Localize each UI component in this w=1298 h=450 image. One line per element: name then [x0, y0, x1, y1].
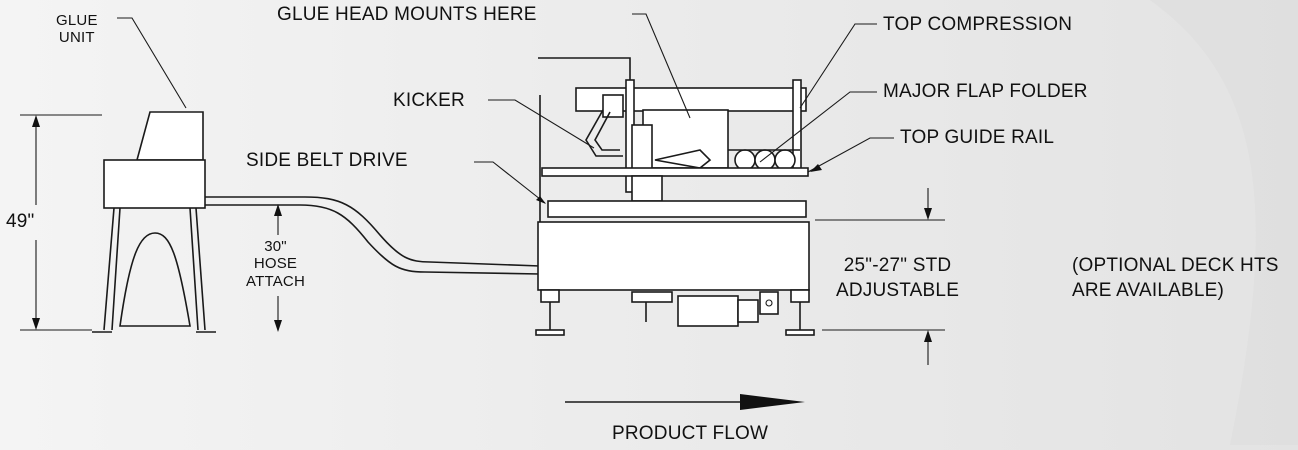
top-guide-rail-label: TOP GUIDE RAIL: [900, 127, 1055, 148]
glue-unit-drawing: [92, 111, 216, 333]
height-49-label: 49": [6, 211, 35, 232]
dimension-30-hose: [274, 204, 282, 332]
hose: [205, 196, 541, 275]
case-sealer-drawing: [535, 57, 815, 336]
side-belt-drive-label: SIDE BELT DRIVE: [246, 150, 408, 171]
major-flap-folder-label: MAJOR FLAP FOLDER: [883, 81, 1088, 102]
kicker-label: KICKER: [393, 90, 465, 111]
top-compression-label: TOP COMPRESSION: [883, 14, 1073, 35]
dimension-deck-height: [815, 188, 945, 365]
top-compression-leader: [799, 23, 877, 109]
product-flow-arrow: [565, 394, 805, 410]
flap-folder-leader: [759, 91, 877, 163]
kicker-leader: [488, 99, 595, 149]
glue-head-label: GLUE HEAD MOUNTS HERE: [277, 4, 537, 25]
product-flow-label: PRODUCT FLOW: [612, 423, 769, 444]
guide-rail-leader: [807, 137, 894, 173]
background-swoosh: [1150, 0, 1298, 445]
dimension-49: [20, 114, 102, 331]
glue-unit-leader: [117, 17, 187, 109]
glue-head-leader: [632, 13, 691, 119]
side-belt-leader: [474, 161, 546, 204]
